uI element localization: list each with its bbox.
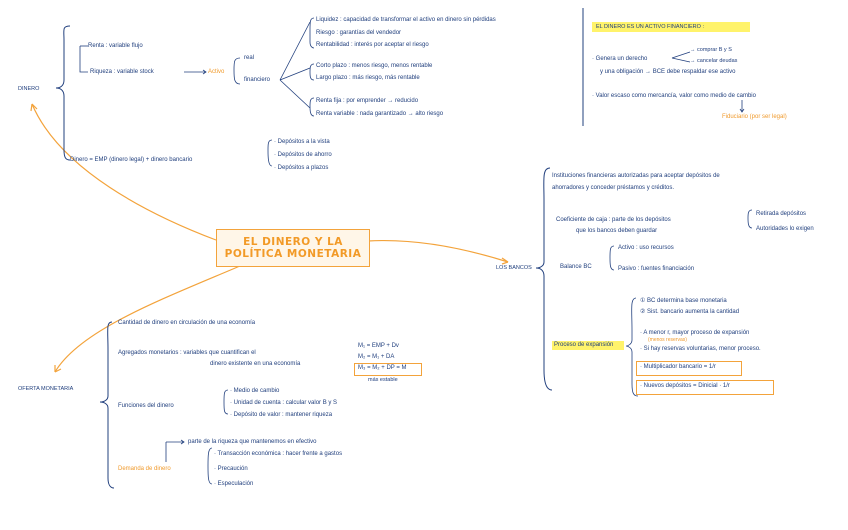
coeficiente-caja-1: Coeficiente de caja : parte de los depós… [556,217,671,223]
nuevos-depositos-box [636,380,774,395]
parte-riqueza: parte de la riqueza que mantenemos en ef… [188,439,317,445]
deposito-vista: · Depósitos a la vista [274,139,330,145]
demanda-precaucion: · Precaución [214,466,248,472]
renta-fija-text: Renta fija : por emprender → reducido [316,98,419,104]
balance-bc: Balance BC [560,264,592,270]
central-topic-line1: EL DINERO Y LA [243,236,343,248]
genera-derecho-text: · Genera un derecho [592,56,648,62]
deposito-ahorro: · Depósitos de ahorro [274,152,332,158]
menor-r-text: · A menor r, mayor proceso de expansión [640,330,750,336]
multiplicador-text: · Multiplicador bancario = 1/r [640,364,716,370]
proceso-expansion: Proceso de expansión [554,342,614,348]
proceso-paso-1: ① BC determina base monetaria [640,298,727,304]
financiero-text: financiero [244,77,271,83]
menos-reservas-text: (menos reservas) [648,337,687,343]
demanda-especulacion: · Especulación [214,481,254,487]
central-topic-line2: POLÍTICA MONETARIA [224,248,362,260]
coeficiente-caja-2: que los bancos deben guardar [576,228,658,234]
activo-financiero-header: EL DINERO ES UN ACTIVO FINANCIERO : [596,24,704,30]
multiplicador-box [636,361,742,376]
rentabilidad-text: Rentabilidad : interés por aceptar el ri… [316,42,429,48]
renta-variable-text: Renta variable : nada garantizado → alto… [316,111,444,117]
bancos-intro-1: Instituciones financieras autorizadas pa… [552,173,720,179]
reservas-voluntarias-text: · Si hay reservas voluntarias, menor pro… [640,346,761,352]
m3-formula: M₃ = M₂ + DP = M [358,365,407,371]
cancelar-text: → cancelar deudas [690,58,738,64]
mas-estable: más estable [368,377,398,383]
agregados-1: Agregados monetarios : variables que cua… [118,350,256,356]
balance-activo: Activo : uso recursos [618,245,674,251]
largo-plazo-text: Largo plazo : más riesgo, más rentable [316,75,420,81]
corto-plazo-text: Corto plazo : menos riesgo, menos rentab… [316,63,433,69]
demanda-transaccion: · Transacción económica : hacer frente a… [214,451,343,457]
riqueza-text: Riqueza : variable stock [90,69,154,75]
retirada-depositos: Retirada depósitos [756,211,807,217]
fiduciario-text: Fiduciario (por ser legal) [722,114,787,120]
obligacion-text: y una obligación → BCE debe respaldar es… [600,69,736,75]
agregados-2: dinero existente en una economía [210,361,301,367]
riesgo-text: Riesgo : garantías del vendedor [316,30,402,36]
cantidad-dinero: Cantidad de dinero en circulación de una… [118,320,256,326]
deposito-plazos: · Depósitos a plazos [274,165,329,171]
valor-escaso-text: · Valor escaso como mercancía, valor com… [592,93,756,99]
balance-pasivo: Pasivo : fuentes financiación [618,266,695,272]
m3-box [354,363,422,376]
dinero-formula: Dinero = EMP (dinero legal) + dinero ban… [70,157,193,163]
activo-text: Activo [208,69,225,75]
real-text: real [244,55,255,61]
comprar-text: → comprar B y S [690,47,732,53]
funcion-medio-cambio: · Medio de cambio [230,388,280,394]
bancos-label: LOS BANCOS [496,265,532,271]
nuevos-depositos-text: · Nuevos depósitos = Dinicial · 1/r [640,383,730,389]
proceso-paso-2: ② Sist. bancario aumenta la cantidad [640,309,740,315]
renta-text: Renta : variable flujo [88,43,143,49]
central-topic: EL DINERO Y LA POLÍTICA MONETARIA [216,229,370,267]
m1-formula: M₁ = EMP + Dv [358,343,399,349]
funcion-unidad-cuenta: · Unidad de cuenta : calcular valor B y … [230,400,338,406]
funcion-deposito-valor: · Depósito de valor : mantener riqueza [230,412,333,418]
activo-financiero-highlight [592,22,750,32]
liquidez-text: Liquidez : capacidad de transformar el a… [316,17,496,23]
demanda-dinero: Demanda de dinero [118,466,171,472]
oferta-label: OFERTA MONETARIA [18,386,74,392]
dinero-label: DINERO [18,86,40,92]
proceso-highlight [552,341,624,350]
m2-formula: M₂ = M₁ + DA [358,354,395,360]
autoridades-exigen: Autoridades lo exigen [756,226,814,232]
bancos-intro-2: ahorradores y conceder préstamos y crédi… [552,185,675,191]
funciones-dinero: Funciones del dinero [118,403,174,409]
